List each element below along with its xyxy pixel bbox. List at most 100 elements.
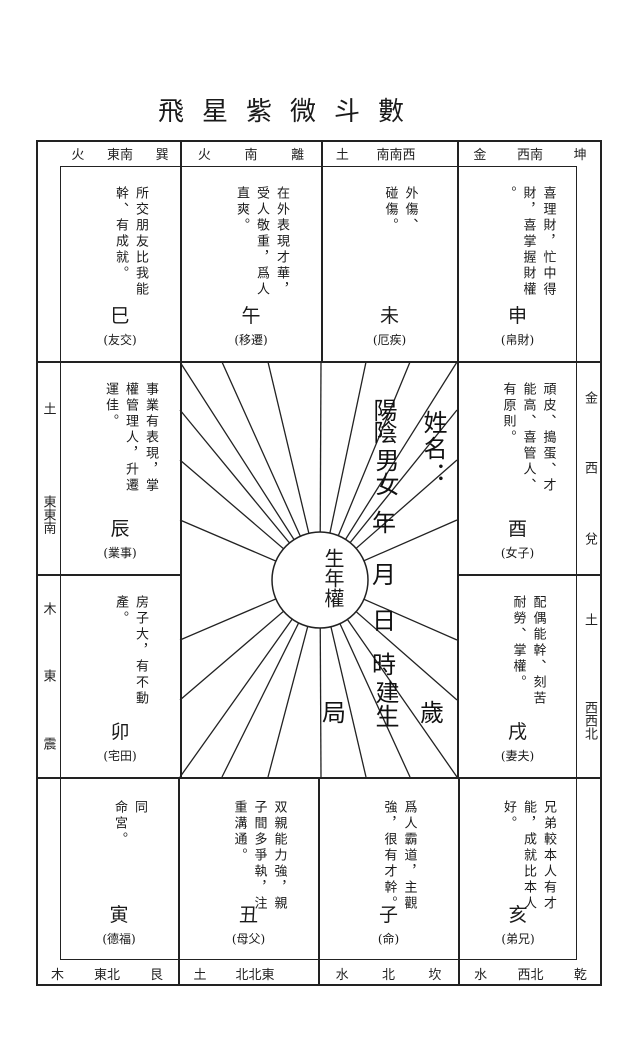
palace-text-line: 在外表現才華， bbox=[274, 186, 289, 298]
palace-branch: 子 bbox=[378, 904, 398, 926]
palace-text-line: 喜理財，忙中得 bbox=[540, 186, 556, 298]
palace-branch: 巳 bbox=[110, 305, 130, 327]
palace-text-line: 能高、喜管人、 bbox=[520, 382, 536, 494]
edge-right-cell: 金西兌 bbox=[578, 362, 601, 574]
edge-text: 東南 bbox=[106, 147, 133, 163]
edge-text: 離 bbox=[291, 147, 305, 163]
edge-top-cell: 金 西南 坤 bbox=[458, 141, 602, 165]
edge-text: 火 bbox=[197, 147, 211, 163]
palace-xu: 配偶能幹、刻苦耐勞、掌權。戌(妻夫) bbox=[458, 575, 577, 777]
palace-wei: 外傷、碰傷。未(厄疾) bbox=[322, 166, 457, 361]
edge-text: 土 bbox=[582, 612, 597, 626]
palace-text-line: 配偶能幹、刻苦 bbox=[530, 595, 546, 707]
palace-text-line: 幹、有成就。 bbox=[113, 186, 128, 282]
palace-text-line: 。 bbox=[500, 186, 516, 202]
palace-hai: 兄弟較本人有才能，成就比本人好。亥 (弟兄) bbox=[459, 778, 577, 960]
edge-right-cell: 土西西北 bbox=[578, 575, 601, 777]
edge-text: 金 bbox=[582, 390, 597, 404]
edge-text: 震 bbox=[40, 736, 56, 750]
palace-branch: 未 bbox=[379, 305, 399, 327]
edge-text: 木 bbox=[40, 602, 56, 616]
palace-name: (女子) bbox=[500, 546, 535, 560]
date-hour: 時 bbox=[372, 651, 396, 679]
palace-si: 所交朋友比我能幹、有成就。巳(友交) bbox=[60, 166, 180, 361]
palace-branch: 酉 bbox=[507, 518, 527, 540]
palace-text-line: 產。 bbox=[113, 595, 128, 627]
palace-name: (命) bbox=[377, 932, 400, 946]
palace-text-line: 同 bbox=[132, 800, 147, 816]
palace-wu: 在外表現才華，受人敬重，爲人直爽。午(移遷) bbox=[181, 166, 321, 361]
palace-text-line: 頑皮、搗蛋、才 bbox=[540, 382, 556, 494]
palace-text-line: 碰傷。 bbox=[382, 186, 398, 234]
palace-text-line: 權管理人，升遷 bbox=[123, 382, 138, 494]
edge-text: 東 bbox=[40, 669, 56, 683]
edge-top-cell: 火南離 bbox=[181, 141, 321, 165]
palace-text-line: 受人敬重，爲人 bbox=[254, 186, 269, 298]
palace-text-line: 所交朋友比我能 bbox=[133, 186, 148, 298]
edge-text: 西 bbox=[582, 461, 597, 475]
male-female: 男女 bbox=[371, 448, 399, 496]
edge-top-cell: 火東南巽 bbox=[60, 141, 180, 165]
jian-sheng: 建生 bbox=[371, 680, 399, 728]
date-year: 年 bbox=[372, 509, 396, 537]
palace-text-line: 強，很有才幹。 bbox=[381, 800, 397, 912]
edge-text: 艮 bbox=[149, 967, 163, 983]
edge-bottom-cell: 木 東北 艮 bbox=[36, 961, 178, 985]
edge-left-cell: 木東震 bbox=[37, 575, 59, 777]
edge-text: 火 bbox=[71, 147, 85, 163]
palace-branch: 午 bbox=[241, 305, 261, 327]
name-label: 姓名： bbox=[419, 410, 447, 488]
palace-name: (德福) bbox=[102, 932, 136, 946]
palace-branch: 丑 bbox=[238, 904, 258, 926]
palace-branch: 辰 bbox=[110, 518, 130, 540]
palace-shen: 喜理財，忙中得財，喜掌握財權。申(帛財) bbox=[458, 166, 577, 361]
palace-text-line: 房子大，有不動 bbox=[133, 595, 148, 707]
edge-left-cell: 土東東南 bbox=[37, 362, 59, 574]
yang-yin: 陽陰 bbox=[369, 398, 397, 442]
palace-name: (弟兄) bbox=[501, 932, 535, 946]
edge-bottom-cell: 水北坎 bbox=[319, 961, 458, 985]
edge-text: 兌 bbox=[582, 532, 597, 546]
edge-text: 東東南 bbox=[40, 495, 56, 534]
edge-text: 北 bbox=[381, 967, 395, 983]
edge-text: 東北 bbox=[93, 967, 120, 983]
palace-text-line: 好。 bbox=[501, 800, 516, 832]
palace-text-line: 能，成就比本人 bbox=[521, 800, 536, 912]
edge-text: 水 bbox=[335, 967, 349, 983]
palace-chen: 事業有表現，掌權管理人，升遷運佳。辰(業事) bbox=[60, 362, 180, 574]
palace-text-line: 爲人霸道，主觀 bbox=[401, 800, 417, 912]
sui-label: 歲 bbox=[420, 699, 444, 727]
palace-text-line: 事業有表現，掌 bbox=[143, 382, 158, 494]
palace-text-line: 双親能力強，親 bbox=[271, 800, 287, 912]
palace-branch: 寅 bbox=[109, 904, 129, 926]
palace-chou: 双親能力強，親子間多爭執，注重溝通。丑(母父) bbox=[179, 778, 318, 960]
edge-text: 土 bbox=[335, 147, 349, 163]
edge-text: 坤 bbox=[573, 147, 587, 163]
edge-text: 南南西 bbox=[376, 147, 416, 163]
edge-text: 土 bbox=[40, 402, 56, 415]
edge-text: 土 bbox=[193, 967, 207, 983]
edge-text: 金 bbox=[473, 147, 487, 163]
palace-text-line: 兄弟較本人有才 bbox=[541, 800, 556, 912]
circle-label: 生年權 bbox=[321, 548, 345, 608]
palace-name: (妻夫) bbox=[500, 749, 535, 763]
palace-branch: 申 bbox=[507, 305, 527, 327]
palace-text-line: 有原則。 bbox=[500, 382, 516, 446]
palace-you: 頑皮、搗蛋、才能高、喜管人、有原則。酉 (女子) bbox=[458, 362, 577, 574]
edge-text: 西南 bbox=[516, 147, 543, 163]
palace-text-line: 命宮。 bbox=[112, 800, 127, 848]
edge-text: 北北東 bbox=[235, 967, 275, 983]
edge-text: 乾 bbox=[573, 967, 587, 983]
date-day: 日 bbox=[372, 607, 396, 635]
palace-text-line: 重溝通。 bbox=[231, 800, 247, 864]
date-month: 月 bbox=[372, 561, 396, 589]
palace-text-line: 外傷、 bbox=[402, 186, 418, 234]
palace-mao: 房子大，有不動產。卯(宅田) bbox=[60, 575, 180, 777]
edge-text: 西西北 bbox=[582, 700, 597, 740]
edge-text: 木 bbox=[50, 967, 64, 983]
palace-text-line: 財，喜掌握財權 bbox=[520, 186, 536, 298]
palace-name: (業事) bbox=[103, 546, 137, 560]
palace-branch: 亥 bbox=[508, 904, 528, 926]
palace-name: (宅田) bbox=[103, 749, 137, 763]
